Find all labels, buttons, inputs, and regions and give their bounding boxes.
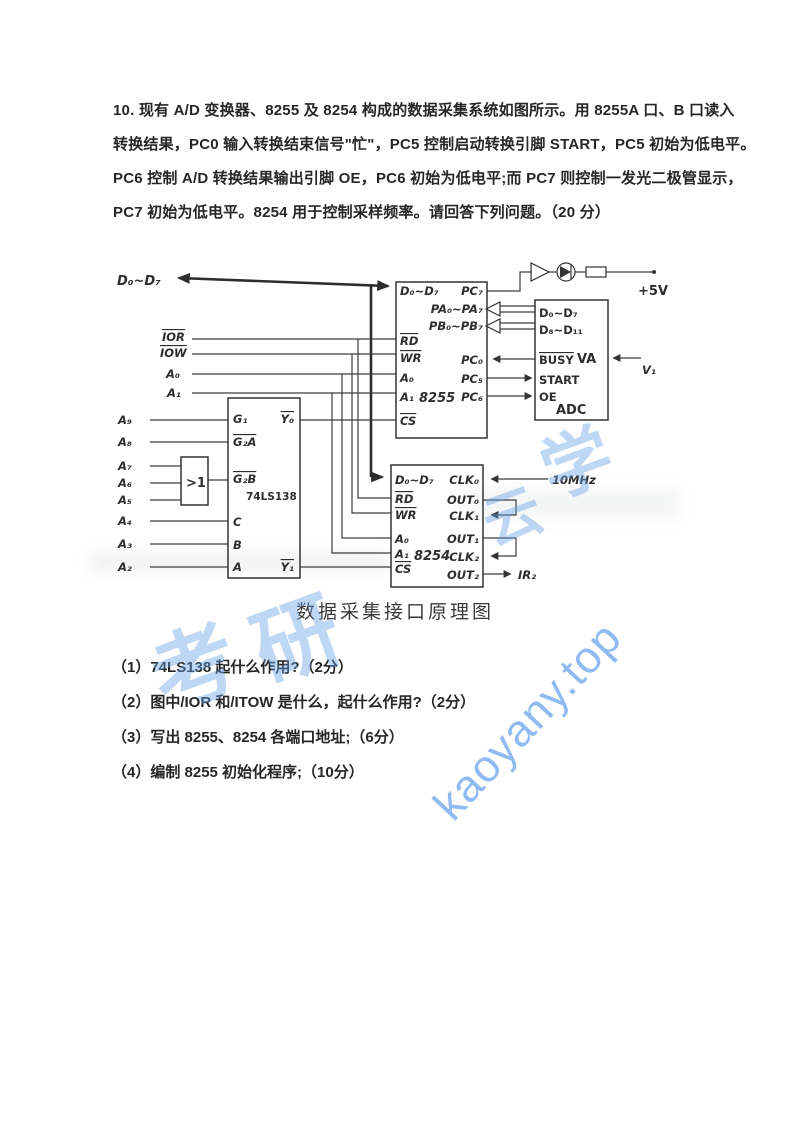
ior-label: IOR bbox=[162, 330, 185, 344]
vcc-label: +5V bbox=[638, 284, 668, 299]
question-4: （4）编制 8255 初始化程序;（10分） bbox=[112, 764, 364, 781]
u8254-clk2: CLK₂ bbox=[449, 550, 479, 564]
u8254-cs: CS bbox=[395, 562, 411, 576]
question-list: （1）74LS138 起什么作用?（2分） （2）图中/IOR 和/ITOW 是… bbox=[112, 656, 672, 796]
u8255-a1: A₁ bbox=[399, 390, 414, 404]
or-gate-body bbox=[180, 456, 209, 506]
a1-label: A₁ bbox=[166, 386, 181, 400]
addr-a8: A₈ bbox=[117, 435, 132, 449]
ls138-name: 74LS138 bbox=[246, 491, 297, 503]
addr-a9: A₉ bbox=[117, 413, 132, 427]
u8254-out2: OUT₂ bbox=[447, 568, 479, 582]
left-signal-labels: D₀~D₇ IOR IOW A₀ A₁ A₉ A₈ A₇ A₆ A₅ A₄ A₃… bbox=[117, 274, 188, 574]
irq-label: IR₂ bbox=[518, 568, 536, 582]
u8255-pa: PA₀~PA₇ bbox=[431, 302, 483, 316]
u8254-wr: WR bbox=[395, 508, 417, 522]
chip-8255: D₀~D₇ RD WR A₀ A₁ 8255 CS PC₇ PA₀~PA₇ PB… bbox=[399, 284, 483, 428]
ls138-g2a: G₂A bbox=[233, 435, 256, 449]
adc-d-low: D₀~D₇ bbox=[539, 306, 578, 320]
chip-8255-body bbox=[395, 281, 488, 439]
addr-a5: A₅ bbox=[117, 493, 132, 507]
problem-line-4: PC7 初始为低电平。8254 用于控制采样频率。请回答下列问题。（20 分） bbox=[113, 204, 611, 221]
adc-v1: V₁ bbox=[642, 363, 656, 377]
addr-a7: A₇ bbox=[117, 459, 132, 473]
u8255-rd: RD bbox=[400, 334, 419, 348]
resistor-icon bbox=[585, 266, 607, 278]
a0-label: A₀ bbox=[165, 367, 180, 381]
schematic-figure: +5V D₀~D₇ IOR IOW A₀ A₁ A₉ A₈ A₇ A₆ A₅ A… bbox=[117, 262, 668, 588]
addr-a3: A₃ bbox=[117, 537, 132, 551]
u8254-a1: A₁ bbox=[394, 547, 409, 561]
u8255-name: 8255 bbox=[419, 391, 455, 406]
u8254-clk1: CLK₁ bbox=[449, 509, 479, 523]
u8254-name: 8254 bbox=[414, 549, 450, 564]
adc-name: ADC bbox=[556, 403, 586, 418]
question-1: （1）74LS138 起什么作用?（2分） bbox=[112, 659, 353, 676]
adc-va: VA bbox=[577, 352, 596, 367]
chip-adc: D₀~D₇ D₈~D₁₁ BUSY START OE VA ADC V₁ bbox=[539, 306, 656, 418]
adc-d-high: D₈~D₁₁ bbox=[539, 323, 583, 337]
ls138-g2b: G₂B bbox=[233, 472, 256, 486]
addr-a4: A₄ bbox=[117, 514, 132, 528]
adc-port-bus-arrows bbox=[484, 301, 535, 334]
question-2: （2）图中/IOR 和/ITOW 是什么，起什么作用?（2分） bbox=[112, 694, 476, 711]
ls138-g1: G₁ bbox=[233, 412, 247, 426]
ls138-y0: Y₀ bbox=[281, 412, 294, 426]
u8255-pc5: PC₅ bbox=[461, 372, 483, 386]
problem-line-2: 转换结果，PC0 输入转换结束信号"忙"，PC5 控制启动转换引脚 START，… bbox=[113, 136, 756, 153]
bus-label: D₀~D₇ bbox=[117, 274, 161, 289]
u8255-a0: A₀ bbox=[399, 371, 414, 385]
ls138-a: A bbox=[232, 560, 242, 574]
led-branch: +5V bbox=[530, 262, 668, 299]
buffer-icon bbox=[530, 262, 551, 282]
addr-a6: A₆ bbox=[117, 476, 132, 490]
u8255-pc7: PC₇ bbox=[461, 284, 483, 298]
ls138-y1: Y₁ bbox=[281, 560, 294, 574]
data-bus bbox=[176, 273, 391, 483]
adc-oe: OE bbox=[539, 390, 557, 404]
or-gate-label: >1 bbox=[186, 476, 206, 491]
figure-caption: 数据采集接口原理图 bbox=[296, 602, 495, 623]
adc-start: START bbox=[539, 373, 579, 387]
signal-wires bbox=[150, 271, 654, 578]
u8254-clk0: CLK₀ bbox=[449, 473, 479, 487]
u8255-pc6: PC₆ bbox=[461, 390, 483, 404]
u8254-d: D₀~D₇ bbox=[395, 473, 434, 487]
question-3: （3）写出 8255、8254 各端口地址;（6分） bbox=[112, 729, 404, 746]
u8254-a0: A₀ bbox=[394, 532, 409, 546]
led-icon bbox=[556, 262, 576, 282]
iow-label: IOW bbox=[160, 346, 188, 360]
u8255-cs: CS bbox=[400, 414, 416, 428]
problem-line-1: 10. 现有 A/D 变换器、8255 及 8254 构成的数据采集系统如图所示… bbox=[113, 102, 735, 119]
ls138-b: B bbox=[233, 538, 242, 552]
u8255-pc0: PC₀ bbox=[461, 353, 483, 367]
u8255-pb: PB₀~PB₇ bbox=[429, 319, 483, 333]
chip-adc-body bbox=[534, 299, 609, 421]
chip-8254-body bbox=[390, 464, 484, 588]
clock-label: 10MHz bbox=[552, 473, 596, 487]
u8254-out1: OUT₁ bbox=[447, 532, 479, 546]
u8254-rd: RD bbox=[395, 492, 414, 506]
chip-8254: D₀~D₇ RD WR A₀ A₁ 8254 CS CLK₀ OUT₀ CLK₁… bbox=[394, 473, 596, 582]
u8254-out0: OUT₀ bbox=[447, 493, 479, 507]
chip-74ls138-body bbox=[227, 397, 301, 579]
u8255-wr: WR bbox=[400, 351, 422, 365]
problem-line-3: PC6 控制 A/D 转换结果输出引脚 OE，PC6 初始为低电平;而 PC7 … bbox=[113, 170, 743, 187]
addr-a2: A₂ bbox=[117, 560, 132, 574]
problem-statement: 10. 现有 A/D 变换器、8255 及 8254 构成的数据采集系统如图所示… bbox=[113, 94, 756, 230]
ls138-c: C bbox=[233, 515, 242, 529]
u8255-d: D₀~D₇ bbox=[400, 284, 439, 298]
adc-busy: BUSY bbox=[539, 353, 574, 367]
chip-74ls138: G₁ G₂A G₂B 74LS138 C B A Y₀ Y₁ bbox=[232, 412, 297, 574]
